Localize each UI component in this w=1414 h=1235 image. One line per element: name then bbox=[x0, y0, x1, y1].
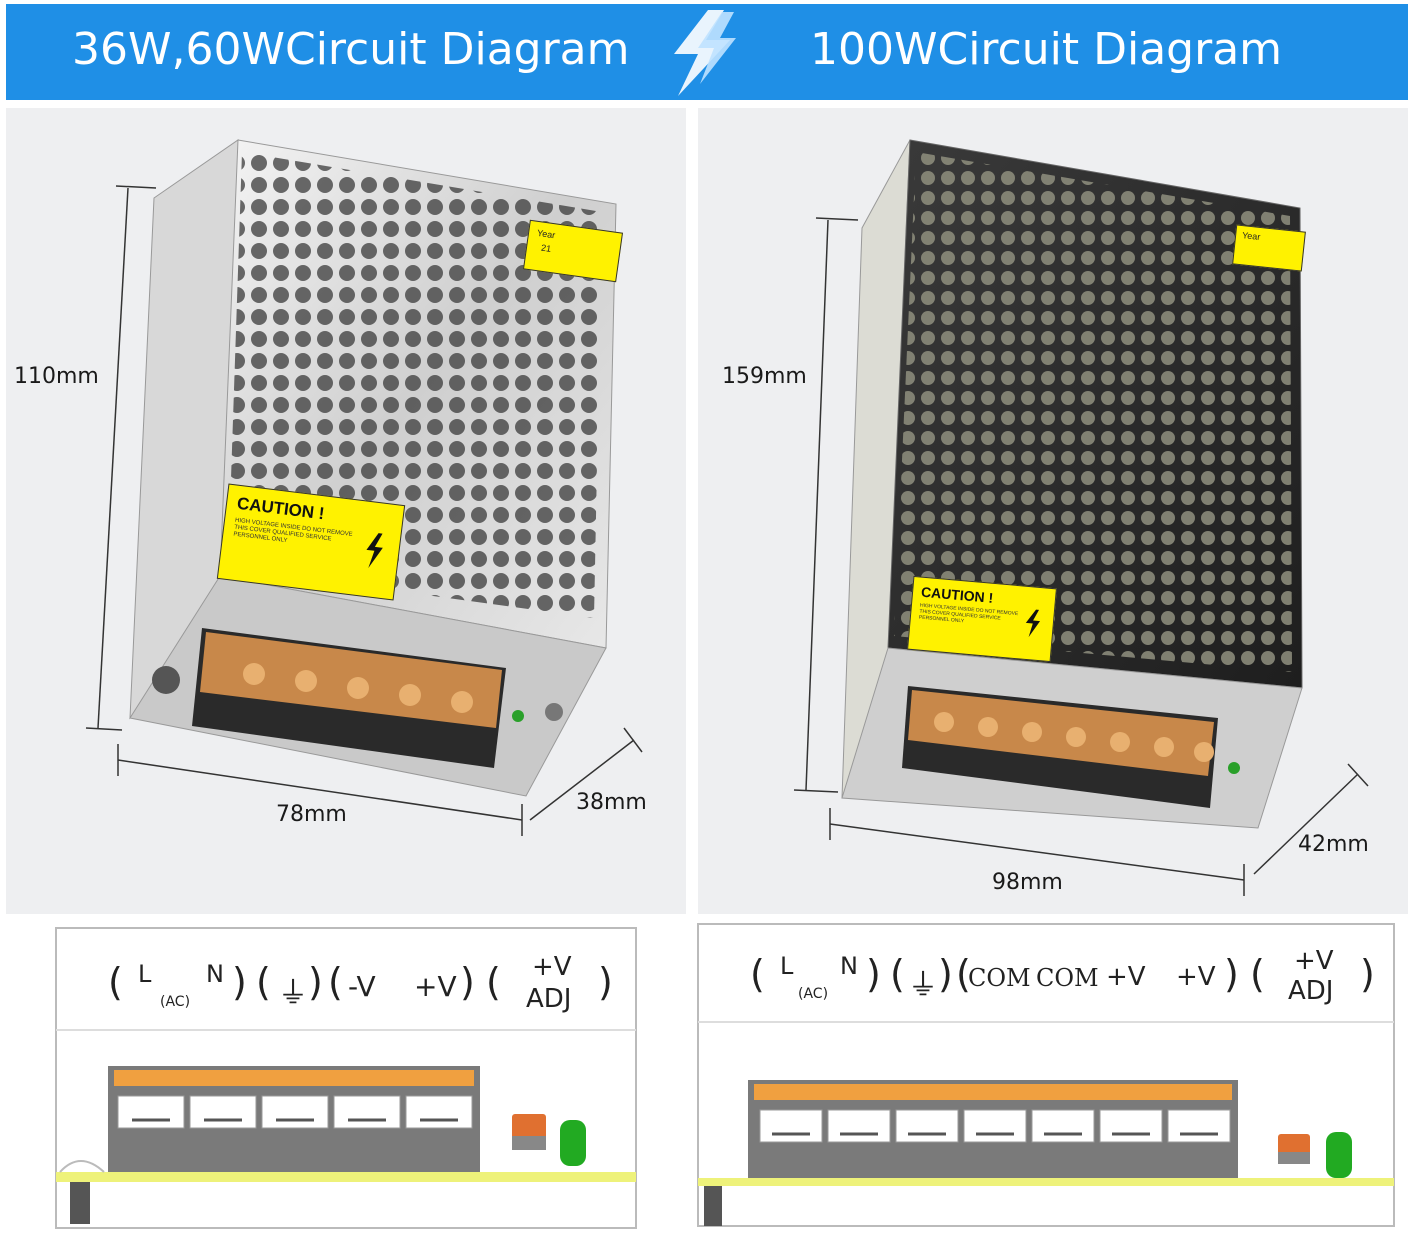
right-ground-icon: ⏚ bbox=[908, 968, 938, 1003]
right-term-com2: COM bbox=[1036, 964, 1099, 992]
left-ground-icon: ⏚ bbox=[278, 976, 308, 1011]
right-title: 100WCircuit Diagram bbox=[810, 24, 1283, 75]
right-circuit-diagram bbox=[697, 923, 1395, 1227]
right-paren-3: ( bbox=[890, 952, 905, 996]
left-warning-bolt-icon bbox=[366, 533, 383, 569]
left-term-adj-top: +V bbox=[532, 952, 572, 982]
left-depth-label: 38mm bbox=[576, 790, 647, 815]
right-paren-5: ( bbox=[956, 952, 971, 996]
left-paren-3: ( bbox=[256, 960, 271, 1004]
right-term-AC: (AC) bbox=[798, 986, 829, 1002]
right-term-adj-bottom: ADJ bbox=[1288, 976, 1334, 1006]
left-title: 36W,60WCircuit Diagram bbox=[72, 24, 630, 75]
left-term-adj-bottom: ADJ bbox=[526, 984, 572, 1014]
right-dimension-lines bbox=[793, 217, 1369, 896]
left-paren-1: ( bbox=[108, 960, 123, 1004]
right-power-supply bbox=[841, 139, 1303, 829]
left-circuit-diagram bbox=[55, 927, 637, 1229]
left-paren-2: ) bbox=[232, 960, 247, 1004]
right-term-N: N bbox=[840, 952, 858, 980]
left-term-L: L bbox=[138, 960, 152, 988]
left-caution-label: CAUTION ! HIGH VOLTAGE INSIDE DO NOT REM… bbox=[216, 483, 406, 601]
right-term-posv2: +V bbox=[1176, 962, 1216, 992]
left-term-N: N bbox=[206, 960, 224, 988]
right-term-posv1: +V bbox=[1106, 962, 1146, 992]
left-dimension-lines bbox=[85, 185, 643, 836]
right-paren-2: ) bbox=[866, 952, 881, 996]
left-paren-4: ) bbox=[308, 960, 323, 1004]
left-paren-8: ) bbox=[598, 960, 613, 1004]
right-term-com1: COM bbox=[968, 964, 1031, 992]
left-height-label: 110mm bbox=[14, 364, 99, 389]
right-paren-6: ) bbox=[1224, 952, 1239, 996]
right-paren-1: ( bbox=[750, 952, 765, 996]
right-height-label: 159mm bbox=[722, 364, 807, 389]
right-paren-7: ( bbox=[1250, 952, 1265, 996]
left-term-negv: -V bbox=[348, 970, 376, 1003]
left-paren-6: ) bbox=[460, 960, 475, 1004]
right-term-L: L bbox=[780, 952, 794, 980]
left-width-label: 78mm bbox=[276, 802, 347, 827]
left-paren-5: ( bbox=[328, 960, 343, 1004]
right-paren-4: ) bbox=[938, 952, 953, 996]
left-term-posv: +V bbox=[414, 970, 457, 1003]
left-term-AC: (AC) bbox=[160, 994, 191, 1010]
right-paren-8: ) bbox=[1360, 952, 1375, 996]
right-width-label: 98mm bbox=[992, 870, 1063, 895]
right-warning-bolt-icon bbox=[1025, 609, 1041, 638]
lightning-icon bbox=[674, 10, 736, 96]
left-paren-7: ( bbox=[486, 960, 501, 1004]
right-depth-label: 42mm bbox=[1298, 832, 1369, 857]
right-term-adj-top: +V bbox=[1294, 946, 1334, 976]
right-caution-label: CAUTION ! HIGH VOLTAGE INSIDE DO NOT REM… bbox=[907, 575, 1057, 663]
